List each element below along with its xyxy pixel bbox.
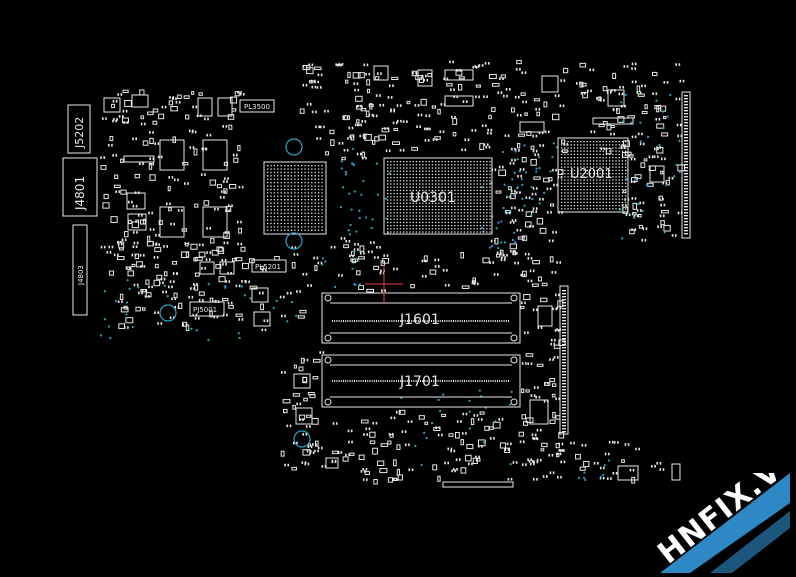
- connector-right-edge[interactable]: [681, 91, 691, 239]
- part-pl3500-label: PL3500: [244, 103, 270, 111]
- watermark-text: HNFIX.VN: [651, 473, 790, 571]
- chip-u2001-label: U2001: [570, 167, 613, 182]
- crosshair-cursor: [365, 265, 403, 303]
- chip-u2001[interactable]: U2001: [557, 137, 629, 213]
- mounting-hole: [159, 304, 177, 322]
- mounting-hole: [293, 430, 311, 448]
- via-dots: [100, 93, 681, 482]
- connector-j1701-label: J1701: [399, 374, 440, 390]
- chip-u0301[interactable]: U0301: [383, 157, 493, 235]
- connector-j1601-label: J1601: [399, 312, 440, 328]
- connector-j1701[interactable]: J1701: [321, 354, 521, 408]
- mounting-hole: [285, 138, 303, 156]
- part-pj5001[interactable]: PJ5001: [189, 301, 225, 317]
- part-pl5201-label: PL5201: [255, 263, 281, 271]
- part-pj5001-label: PJ5001: [193, 306, 217, 314]
- watermark-logo: HNFIX.VN: [651, 473, 790, 573]
- connector-j4803[interactable]: J4803: [72, 224, 88, 316]
- connector-j4803-label: J4803: [77, 265, 85, 286]
- part-pl5201[interactable]: PL5201: [251, 259, 287, 273]
- connector-j1601[interactable]: J1601: [321, 292, 521, 344]
- power-blocks: [103, 65, 681, 488]
- small-components: [100, 59, 685, 485]
- connector-j5202-label: J5202: [73, 117, 86, 149]
- connector-right-mid[interactable]: [559, 285, 569, 435]
- mounting-hole: [285, 232, 303, 250]
- chip-u0301-label: U0301: [410, 190, 456, 206]
- connector-j4801-label: J4801: [73, 176, 87, 211]
- chip-cpu-left[interactable]: [263, 161, 327, 235]
- connector-j5202[interactable]: J5202: [67, 104, 91, 154]
- part-pl3500[interactable]: PL3500: [239, 99, 275, 113]
- connector-j4801[interactable]: J4801: [62, 157, 98, 217]
